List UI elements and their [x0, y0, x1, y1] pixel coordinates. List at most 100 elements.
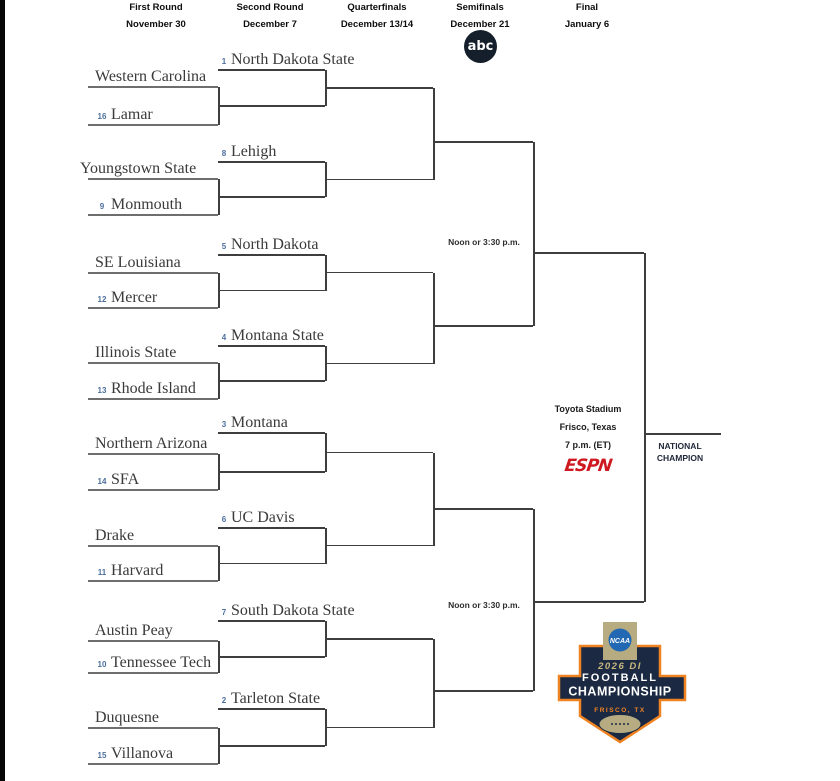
second-round-line: [218, 161, 325, 163]
bye-team-label: 4 Montana State: [220, 327, 324, 345]
round-name: Quarterfinals: [347, 2, 407, 13]
first-round-team-underline: [88, 580, 218, 582]
round-date: January 6: [564, 19, 610, 30]
espn-network-logo: ESPN: [563, 456, 613, 476]
seed-number: 4: [221, 333, 227, 342]
first-round-team-underline: [88, 763, 218, 765]
team-name: Illinois State: [95, 344, 177, 361]
bye-team-label: 1 North Dakota State: [220, 51, 355, 69]
team-name: SFA: [111, 471, 140, 488]
team-name: Duquesne: [95, 709, 159, 726]
team-name: Drake: [95, 527, 135, 544]
round-name: Final: [575, 2, 599, 13]
team-name: Harvard: [111, 562, 164, 579]
round-date: December 21: [450, 19, 510, 30]
seed-number: 12: [97, 295, 107, 304]
first-round-team-underline: [88, 362, 218, 364]
final-city: Frisco, Texas: [559, 422, 617, 432]
first-round-top-team-label: Northern Arizona: [95, 435, 207, 453]
first-round-top-team-label: SE Louisiana: [95, 254, 181, 272]
team-name: Montana State: [231, 327, 324, 344]
semifinal-advance-line: [433, 141, 533, 143]
second-round-line: [218, 69, 325, 71]
team-name: SE Louisiana: [95, 254, 181, 271]
first-round-team-underline: [88, 178, 218, 180]
team-name: Monmouth: [111, 196, 183, 213]
first-round-top-team-label: Austin Peay: [95, 622, 173, 640]
first-round-team-underline: [88, 453, 218, 455]
seed-number: 13: [97, 386, 107, 395]
first-round-top-team-label: Western Carolina: [95, 68, 206, 86]
second-round-line: [218, 345, 325, 347]
second-round-line: [218, 620, 325, 622]
national-champion-line2: CHAMPION: [656, 452, 704, 463]
quarterfinal-advance-line: [325, 87, 433, 89]
first-round-team-underline: [88, 489, 218, 491]
first-round-winner-line: [218, 471, 325, 473]
final-connector-line: [644, 253, 646, 602]
final-time: 7 p.m. (ET): [564, 440, 611, 450]
seed-number: 15: [97, 751, 107, 760]
seed-number: 5: [221, 242, 227, 251]
team-name: Western Carolina: [95, 68, 207, 85]
first-round-winner-line: [218, 289, 325, 291]
quarterfinal-advance-line: [325, 451, 433, 453]
semifinal-connector-line: [533, 142, 535, 326]
semifinal-time-top: Noon or 3:30 p.m.: [448, 237, 520, 247]
seed-number: 1: [221, 57, 227, 66]
round-date: November 30: [126, 19, 186, 30]
quarterfinal-advance-line: [325, 638, 433, 640]
first-round-top-team-label: Duquesne: [95, 709, 159, 727]
team-name: Austin Peay: [95, 622, 173, 639]
team-name: North Dakota State: [231, 51, 355, 68]
first-round-top-team-label: Youngstown State: [80, 160, 196, 178]
seed-number: 7: [221, 608, 227, 617]
logo-event: CHAMPIONSHIP: [568, 685, 671, 699]
first-round-team-underline: [88, 727, 218, 729]
team-name: Mercer: [111, 289, 158, 306]
logo-year-division: 2026 DI: [597, 661, 642, 672]
final-advance-line: [533, 601, 644, 603]
team-name: Lehigh: [231, 143, 277, 160]
first-round-winner-line: [218, 196, 325, 198]
semifinal-advance-line: [433, 508, 533, 510]
first-round-team-underline: [88, 272, 218, 274]
team-name: South Dakota State: [231, 602, 355, 619]
quarterfinal-advance-line: [325, 178, 433, 180]
seed-number: 10: [97, 660, 107, 669]
semifinal-advance-line: [433, 690, 533, 692]
logo-sport: FOOTBALL: [582, 672, 658, 684]
first-round-team-underline: [88, 86, 218, 88]
abc-logo-text: abc: [467, 39, 494, 54]
quarterfinal-advance-line: [325, 271, 433, 274]
team-name: Montana: [231, 414, 288, 431]
football-laces: [611, 723, 629, 725]
first-round-bottom-team-label: 9 Monmouth: [96, 196, 182, 214]
round-name: Second Round: [236, 2, 304, 13]
round-name: First Round: [129, 2, 183, 13]
quarterfinal-connector-line: [433, 452, 435, 546]
first-round-bottom-team-label: 12 Mercer: [96, 289, 158, 307]
seed-number: 9: [99, 202, 105, 211]
team-name: Tennessee Tech: [111, 654, 212, 671]
team-name: Tarleton State: [231, 690, 321, 707]
first-round-team-underline: [88, 214, 218, 216]
first-round-winner-line: [218, 745, 325, 747]
logo-shield: [557, 644, 687, 744]
team-name: North Dakota: [231, 236, 319, 253]
team-name: Northern Arizona: [95, 435, 208, 452]
page-left-border: [0, 0, 5, 781]
round-name: Semifinals: [456, 2, 504, 13]
seed-number: 6: [221, 515, 227, 524]
